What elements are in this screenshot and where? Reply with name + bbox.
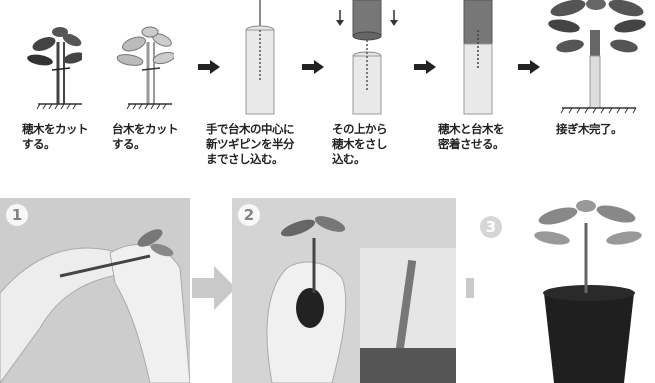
joined-graft-illustration [463, 0, 493, 115]
right-arrow-icon [518, 60, 540, 74]
photo-holding-graft: 2 [232, 198, 456, 383]
right-arrow-icon [198, 60, 220, 74]
right-arrow-icon [414, 60, 436, 74]
hand-holding-seedling-image [232, 198, 456, 383]
step-caption-insert-pin: 手で台木の中心に 新ツギピンを半分 までさし込む。 [206, 122, 295, 166]
photo-step-number-badge: 2 [238, 204, 260, 226]
scion-insertion-illustration [336, 0, 398, 115]
right-arrow-icon [192, 266, 236, 310]
photo-step-number-badge: 1 [6, 204, 28, 226]
rootstock-with-pin-illustration [245, 0, 275, 115]
photo-cutting-scion: 1 [0, 198, 190, 383]
step-caption-cut-scion: 穂木をカット する。 [22, 122, 89, 151]
right-arrow-icon [302, 60, 324, 74]
photo-step-number-badge: 3 [480, 216, 502, 238]
step-caption-press-together: 穂木と台木を 密着させる。 [438, 122, 505, 151]
grafting-steps-diagram: 穂木をカット する。 台木をカット する。 手で台木の中心に 新ツギピンを半分 … [0, 0, 655, 185]
photo-potted-seedling: 3 [474, 198, 655, 383]
step-caption-cut-rootstock: 台木をカット する。 [112, 122, 179, 151]
potted-seedling-image [474, 198, 655, 383]
scion-plant-illustration [27, 27, 82, 110]
hands-cutting-image [0, 198, 190, 383]
rootstock-plant-illustration [116, 26, 174, 110]
step-caption-insert-scion: その上から 穂木をさし 込む。 [332, 122, 388, 166]
step-caption-graft-complete: 接ぎ木完了。 [556, 122, 623, 136]
completed-graft-plant-illustration [548, 0, 646, 114]
